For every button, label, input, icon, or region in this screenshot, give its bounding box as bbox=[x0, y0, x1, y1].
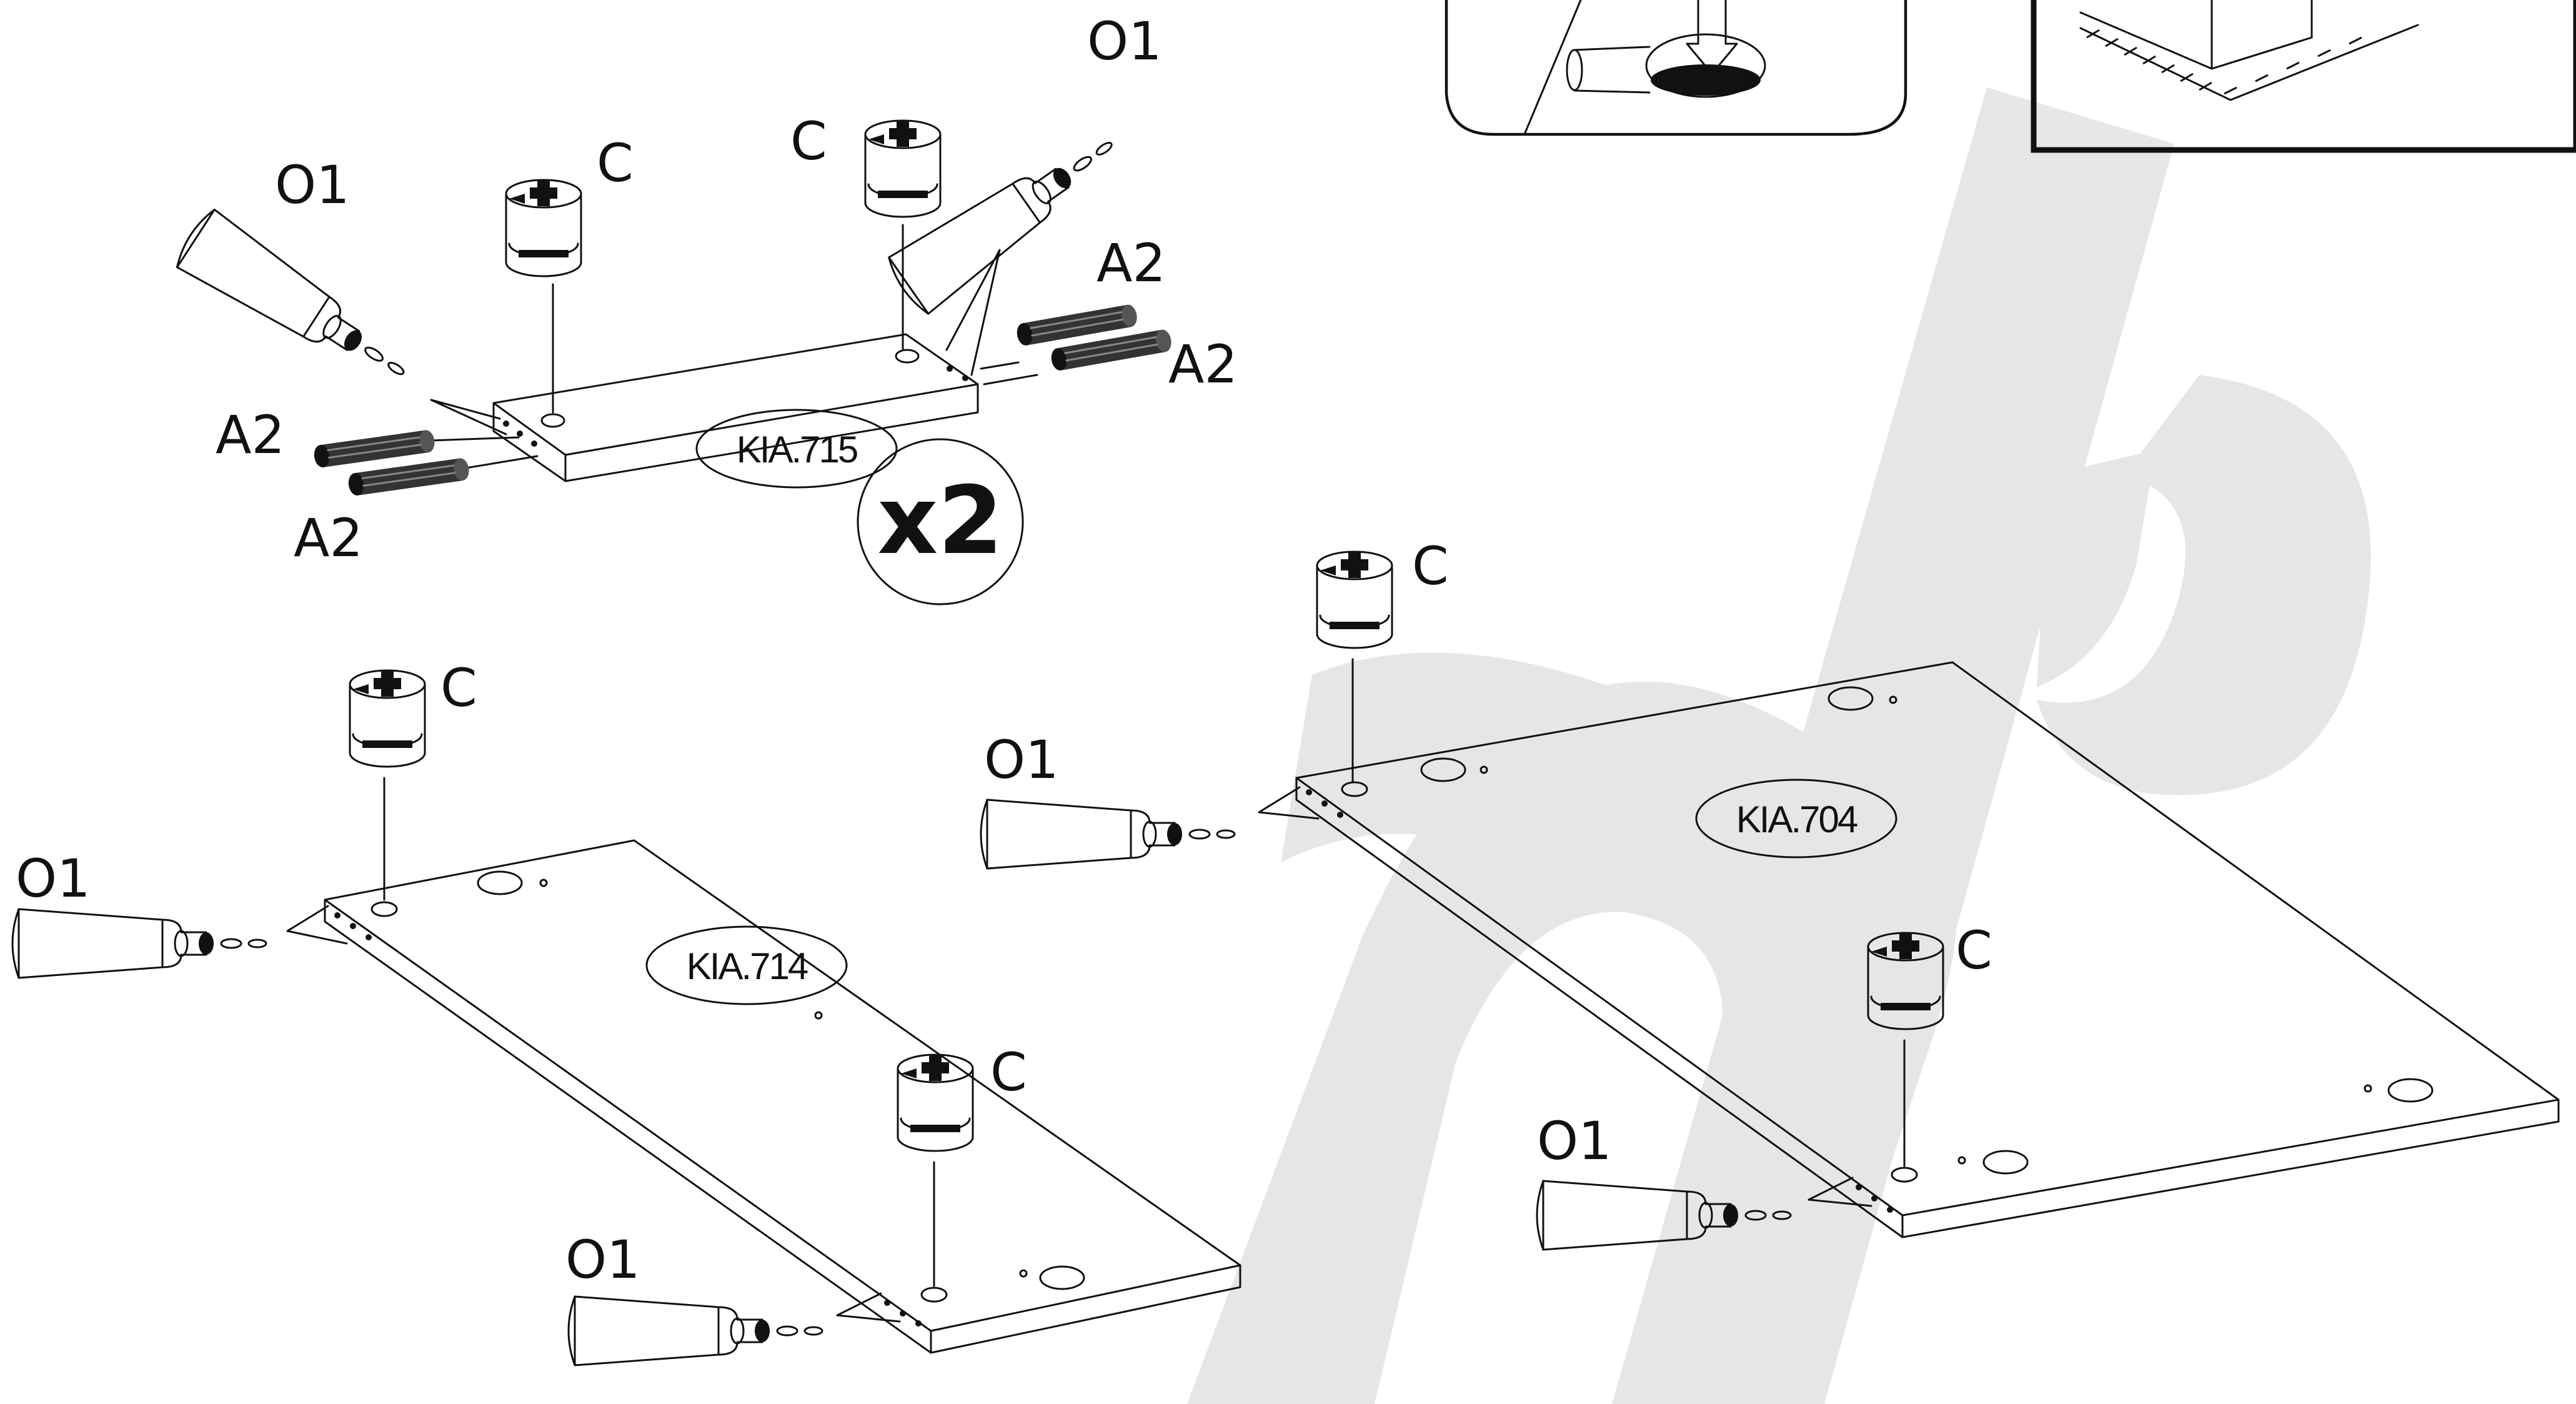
cam-lock-icon bbox=[864, 119, 942, 218]
label-glue: O1 bbox=[984, 729, 1059, 790]
glue-tube-icon bbox=[11, 908, 267, 979]
glue-tube-icon bbox=[171, 205, 423, 403]
panel-714 bbox=[324, 839, 1241, 1354]
tag-small-shelf: KIA.715 bbox=[695, 409, 898, 489]
glue-tube-icon bbox=[980, 799, 1236, 870]
dowel-icon bbox=[346, 456, 472, 497]
glue-tube-icon bbox=[567, 1295, 823, 1367]
label-dowel: A2 bbox=[1168, 334, 1238, 395]
label-dowel: A2 bbox=[294, 507, 363, 569]
part-code-715: KIA.715 bbox=[737, 429, 857, 470]
watermark bbox=[1187, 87, 2371, 1404]
label-cam: C bbox=[1956, 920, 1992, 981]
quantity-text: x2 bbox=[877, 467, 1003, 575]
cam-lock-icon bbox=[505, 179, 582, 277]
label-glue: O1 bbox=[275, 154, 350, 216]
label-dowel: A2 bbox=[1097, 232, 1166, 294]
part-code-714: KIA.714 bbox=[687, 945, 808, 987]
cam-lock-icon bbox=[349, 669, 426, 768]
label-cam: C bbox=[790, 111, 827, 172]
label-cam: C bbox=[1412, 535, 1449, 597]
part-code-704: KIA.704 bbox=[1736, 799, 1857, 840]
label-glue: O1 bbox=[1087, 11, 1162, 72]
small-shelf-assembly: KIA.715 x2 C C O1 O1 A2 A2 A2 A2 bbox=[171, 11, 1238, 605]
dowel-icon bbox=[312, 428, 437, 469]
tag-left-panel: KIA.714 bbox=[645, 925, 848, 1005]
label-glue: O1 bbox=[1537, 1110, 1612, 1172]
quantity-badge: x2 bbox=[857, 438, 1024, 605]
label-cam: C bbox=[597, 132, 634, 194]
right-panel-assembly: KIA.704 C C O1 O1 bbox=[980, 535, 2560, 1251]
left-panel-assembly: KIA.714 C C O1 O1 bbox=[11, 657, 1241, 1367]
shelf-board-715 bbox=[492, 333, 979, 482]
label-cam: C bbox=[440, 657, 477, 719]
label-dowel: A2 bbox=[216, 404, 285, 466]
magnifier-inset bbox=[1445, 0, 2576, 153]
label-glue: O1 bbox=[565, 1229, 640, 1290]
label-cam: C bbox=[990, 1042, 1027, 1103]
cam-lock-icon bbox=[1316, 550, 1393, 649]
label-glue: O1 bbox=[16, 848, 91, 909]
tag-right-panel: KIA.704 bbox=[1695, 779, 1897, 859]
